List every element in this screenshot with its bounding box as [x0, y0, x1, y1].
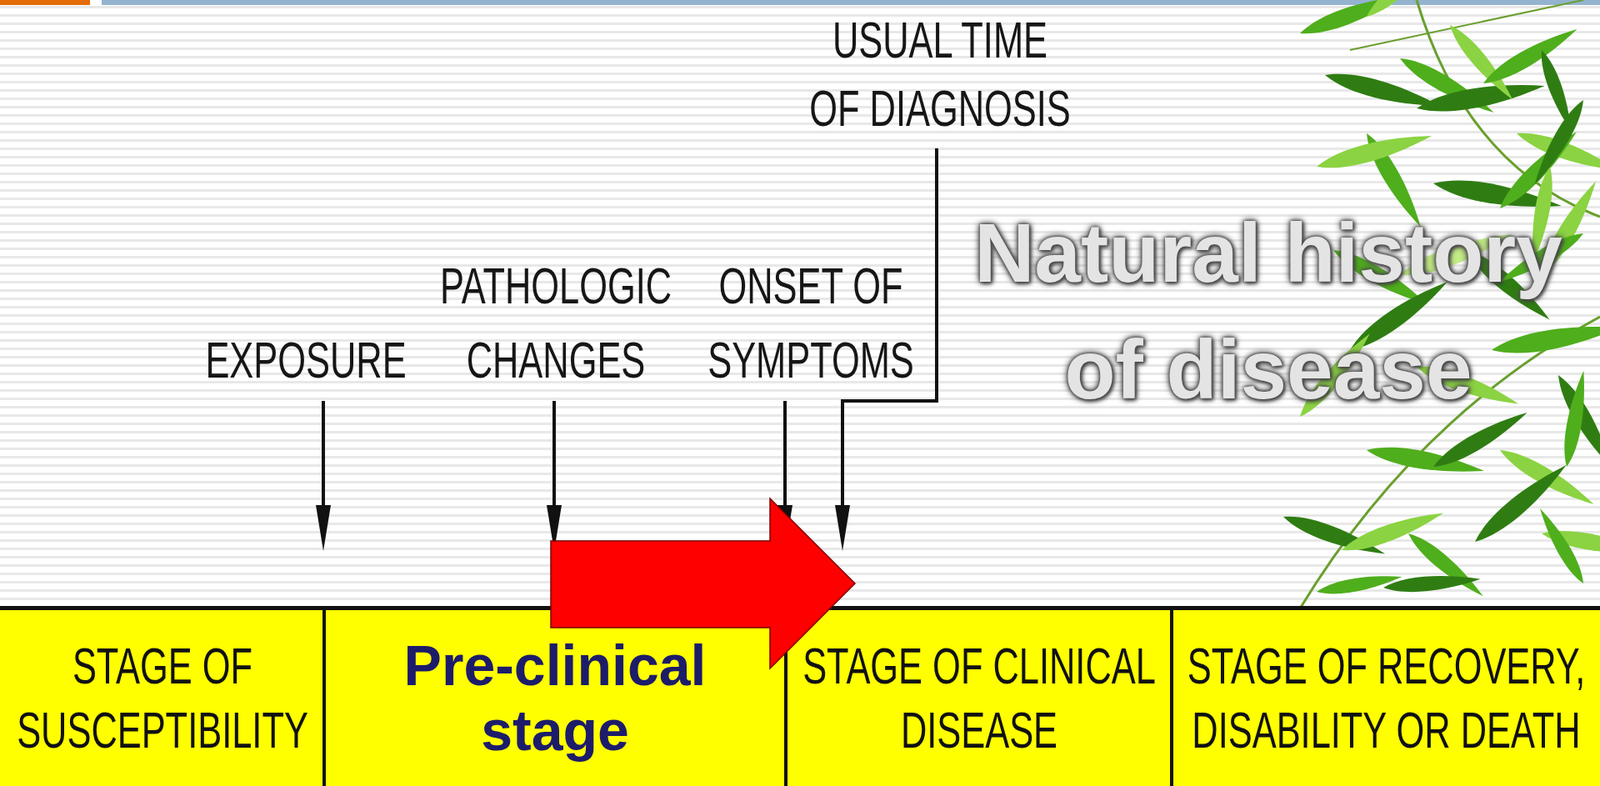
top-accent-bar [0, 0, 90, 5]
event-label: EXPOSURE [205, 330, 406, 389]
event-label-block: EXPOSURE [205, 329, 408, 391]
leader-line [783, 400, 787, 510]
event-label: USUAL TIME OF DIAGNOSIS [809, 10, 1070, 137]
bamboo-leaf [1528, 96, 1590, 189]
stage-box: STAGE OF SUSCEPTIBILITY [0, 609, 325, 786]
stage-text-block: STAGE OF CLINICAL DISEASE [801, 633, 1157, 763]
bamboo-leaf [1361, 0, 1446, 23]
stage-label: STAGE OF RECOVERY, DISABILITY OR DEATH [1186, 636, 1585, 760]
event-label: PATHOLOGIC CHANGES [440, 256, 672, 389]
event-label-block: USUAL TIME OF DIAGNOSIS [809, 5, 1072, 143]
bamboo-leaf [1314, 127, 1435, 176]
bamboo-leaf [1559, 369, 1591, 468]
stage-text-block: STAGE OF RECOVERY, DISABILITY OR DEATH [1185, 633, 1586, 763]
stage-divider [1170, 609, 1174, 786]
slide-title-block: Natural history of disease [955, 194, 1581, 428]
leader-line [552, 400, 556, 510]
bamboo-leaf [1315, 570, 1404, 598]
event-label-block: ONSET OF SYMPTOMS [706, 248, 915, 398]
event-label-block: PATHOLOGIC CHANGES [439, 248, 673, 398]
stage-text-block: STAGE OF SUSCEPTIBILITY [15, 633, 309, 763]
bamboo-leaf [1490, 317, 1600, 360]
bamboo-leaf [1415, 75, 1547, 118]
bamboo-leaf [1479, 22, 1581, 91]
slide-title: Natural history of disease [974, 205, 1563, 416]
event-label: ONSET OF SYMPTOMS [707, 256, 915, 389]
leader-line [321, 400, 325, 510]
stage-text-block: Pre-clinical stage [403, 632, 708, 763]
stage-divider [322, 609, 326, 786]
stage-box: STAGE OF RECOVERY, DISABILITY OR DEATH [1171, 609, 1600, 786]
leader-line [842, 148, 937, 510]
bamboo-picture [1280, 0, 1600, 609]
stage-label: STAGE OF SUSCEPTIBILITY [16, 636, 309, 760]
stage-label: STAGE OF CLINICAL DISEASE [802, 636, 1156, 760]
stage-title: Pre-clinical stage [404, 633, 707, 762]
stage-box: STAGE OF CLINICAL DISEASE [785, 609, 1172, 786]
stage-box: Pre-clinical stage [324, 609, 786, 786]
bamboo-leaf [1534, 505, 1590, 587]
leader-arrows [323, 148, 937, 510]
arrow-head [315, 505, 331, 551]
bamboo-leaf [1382, 571, 1481, 595]
arrow-head [835, 505, 850, 551]
